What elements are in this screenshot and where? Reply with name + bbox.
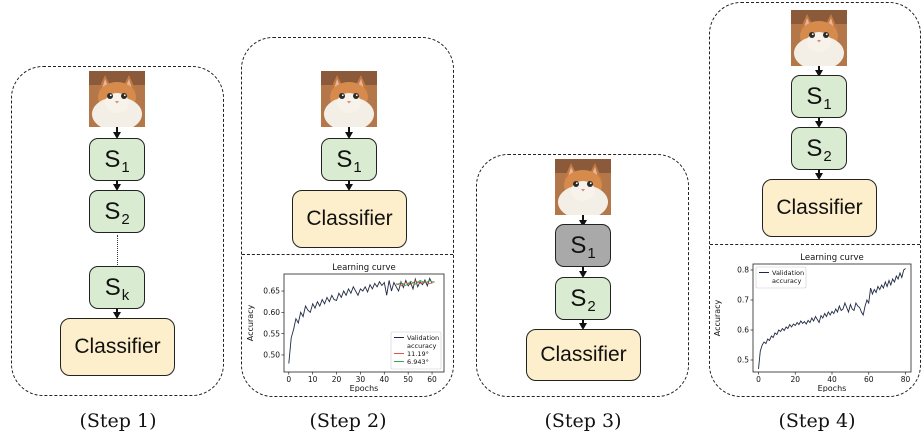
y-tick-label: 0.50: [263, 351, 280, 360]
y-tick-label: 0.8: [737, 266, 749, 275]
cat-eye: [353, 93, 359, 99]
series-line: [758, 268, 906, 370]
y-axis-label: Accuracy: [246, 304, 255, 341]
chart-title: Learning curve: [800, 253, 863, 263]
step2-panel: [241, 37, 454, 397]
step1-panel: [11, 66, 224, 396]
x-tick-label: 60: [427, 375, 437, 384]
legend-label: 6.943°: [407, 358, 429, 366]
x-tick-label: 20: [790, 375, 800, 384]
classifier-box: Classifier: [60, 318, 175, 376]
x-tick-label: 0: [756, 375, 761, 384]
x-tick-label: 40: [827, 375, 837, 384]
series-line: [396, 279, 435, 286]
learning-curve-step2: Learning curve 0 10 20 30 40 50 60 0.50 0.55 0.60 0…: [246, 263, 445, 392]
step4-caption: (Step 4): [778, 410, 856, 432]
legend-label: accuracy: [407, 342, 436, 350]
step3-panel: [476, 154, 689, 397]
x-tick-label: 40: [380, 375, 390, 384]
panel-divider: [710, 244, 920, 245]
cat-eye: [339, 93, 345, 99]
learning-curve-step4: Learning curve 0 20 40 60 80 0.5 0.6 0.7 0.8Epoch…: [713, 253, 912, 392]
y-tick-label: 0.7: [737, 296, 749, 305]
cat-nose: [347, 101, 351, 104]
x-axis-label: Epochs: [350, 384, 379, 392]
step2-caption: (Step 2): [309, 410, 387, 432]
x-tick-label: 20: [332, 375, 342, 384]
panel-divider: [242, 254, 453, 255]
legend-label: Validation: [772, 269, 804, 277]
cat-eye: [107, 93, 113, 99]
x-axis-label: Epochs: [818, 384, 847, 392]
step1-caption: (Step 1): [79, 410, 157, 432]
x-tick-label: 60: [864, 375, 874, 384]
cat-image-step1: [89, 71, 145, 127]
legend-label: Validation: [407, 334, 439, 342]
step3-caption: (Step 3): [544, 410, 622, 432]
chart-frame: [283, 273, 445, 373]
cat-nose: [817, 40, 821, 43]
ellipsis-dots: [117, 235, 118, 265]
cat-nose: [581, 189, 585, 192]
x-tick-label: 30: [356, 375, 366, 384]
cat-eye: [587, 181, 593, 187]
legend-label: accuracy: [772, 277, 801, 285]
cat-eye: [809, 32, 815, 38]
y-tick-label: 0.6: [737, 326, 749, 335]
legend-box: [390, 331, 442, 370]
classifier-box: Classifier: [762, 179, 877, 237]
legend-label: 11.19°: [407, 350, 429, 358]
y-tick-label: 0.55: [263, 329, 280, 338]
series-line: [288, 277, 433, 364]
y-tick-label: 0.60: [263, 308, 280, 317]
cat-eye: [121, 93, 127, 99]
x-tick-label: 10: [308, 375, 318, 384]
cat-eye: [823, 32, 829, 38]
cat-nose: [115, 101, 119, 104]
cat-image-step2: [321, 71, 377, 127]
series-line: [396, 280, 435, 287]
cat-image-step3: [555, 159, 611, 215]
x-tick-label: 80: [901, 375, 911, 384]
y-tick-label: 0.65: [263, 287, 280, 296]
classifier-box: Classifier: [526, 329, 641, 381]
x-tick-label: 0: [286, 375, 291, 384]
y-tick-label: 0.5: [737, 356, 749, 365]
chart-title: Learning curve: [332, 263, 395, 273]
cat-image-step4: [791, 10, 847, 66]
y-axis-label: Accuracy: [713, 299, 722, 336]
cat-eye: [573, 181, 579, 187]
classifier-box: Classifier: [292, 190, 407, 248]
x-tick-label: 50: [403, 375, 413, 384]
